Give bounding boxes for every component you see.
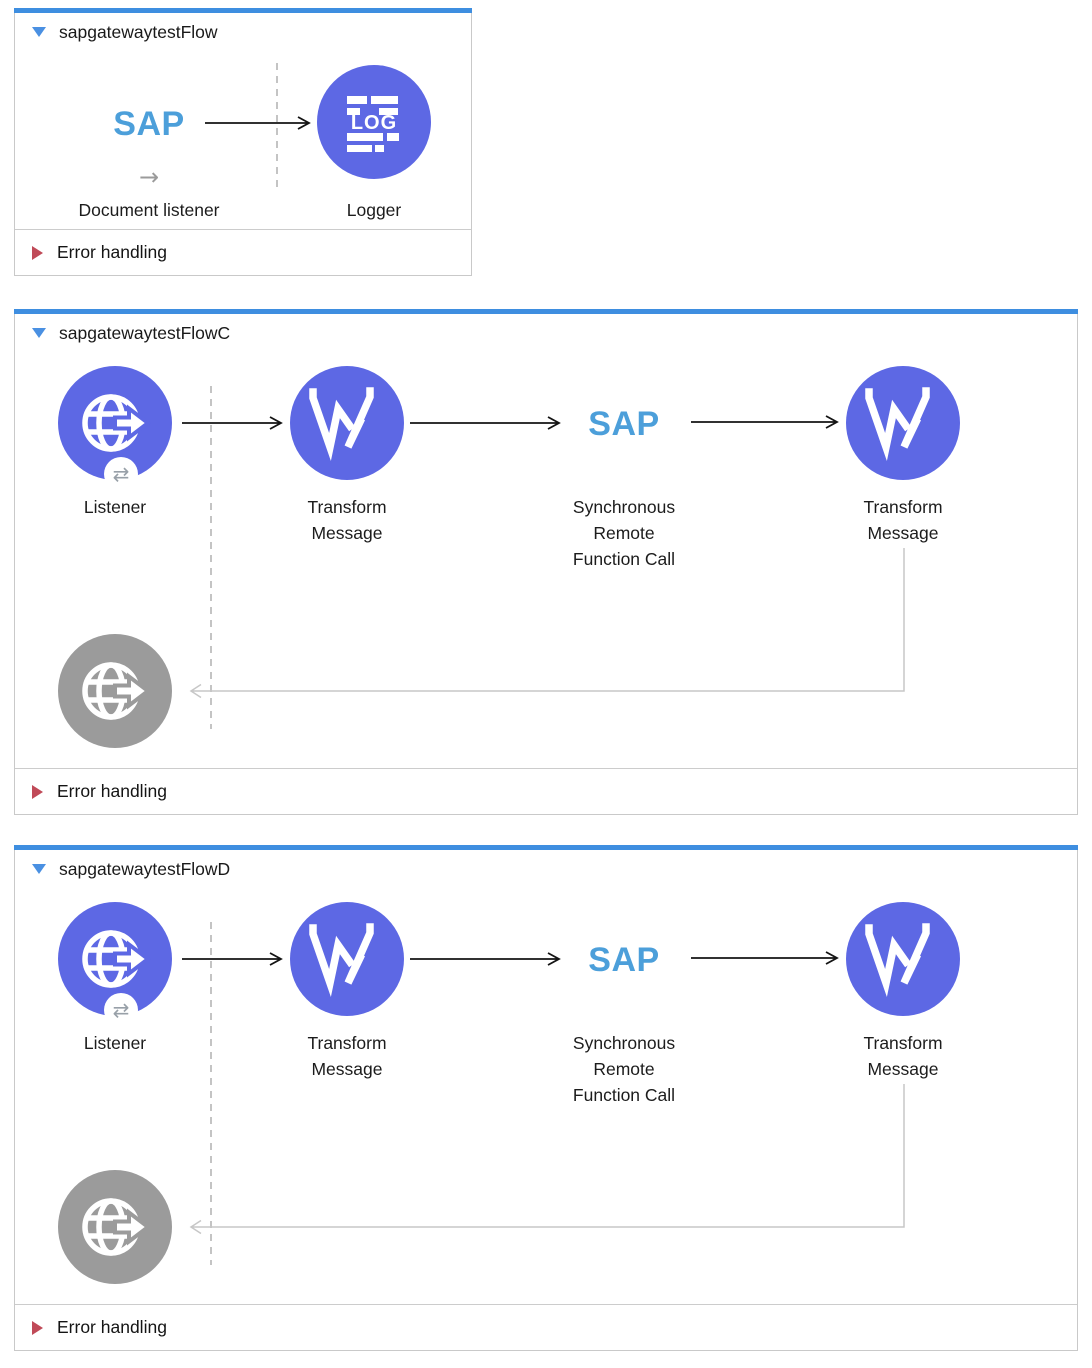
- flow-panel-sapgatewaytestflow: sapgatewaytestFlow SAP → Document listen…: [14, 8, 472, 276]
- node-label: Transform Message: [863, 1033, 943, 1079]
- error-handling-section[interactable]: Error handling: [15, 1304, 1077, 1350]
- node-label: Transform Message: [307, 497, 387, 543]
- request-response-badge: ⇄: [104, 993, 138, 1027]
- flow-title: sapgatewaytestFlowD: [59, 858, 231, 879]
- flow-panel-sapgatewaytestflowd: sapgatewaytestFlowD ⇄ Listener Transform…: [14, 845, 1078, 1351]
- node-label: Listener: [83, 1033, 147, 1053]
- flow-title: sapgatewaytestFlow: [59, 21, 218, 42]
- expand-arrow-icon[interactable]: [32, 784, 43, 799]
- node-label: Transform Message: [307, 1033, 387, 1079]
- node-label: Synchronous Remote Function Call: [572, 497, 676, 569]
- flow-arrow: [691, 415, 839, 429]
- flow-accent-bar: [14, 8, 472, 13]
- globe-arrow-icon[interactable]: [58, 634, 172, 748]
- return-flow-connector: [189, 548, 905, 699]
- scope-divider: [210, 386, 212, 729]
- collapse-arrow-icon[interactable]: [32, 27, 46, 37]
- scope-divider: [276, 63, 278, 193]
- sap-logo: SAP: [113, 105, 185, 143]
- node-label: Transform Message: [863, 497, 943, 543]
- dataweave-icon[interactable]: [290, 366, 404, 480]
- error-handling-label: Error handling: [57, 242, 167, 262]
- return-flow-connector: [189, 1084, 905, 1235]
- node-label: Synchronous Remote Function Call: [572, 1033, 676, 1105]
- flow-arrow: [410, 952, 561, 966]
- dataweave-icon[interactable]: [846, 902, 960, 1016]
- error-handling-section[interactable]: Error handling: [15, 768, 1077, 814]
- expand-arrow-icon[interactable]: [32, 1320, 43, 1335]
- flow-title-bar[interactable]: sapgatewaytestFlowC: [15, 315, 1077, 351]
- flow-title-bar[interactable]: sapgatewaytestFlowD: [15, 851, 1077, 887]
- globe-arrow-icon[interactable]: [58, 1170, 172, 1284]
- dataweave-icon[interactable]: [846, 366, 960, 480]
- flow-title: sapgatewaytestFlowC: [59, 322, 231, 343]
- error-handling-section[interactable]: Error handling: [15, 229, 471, 275]
- source-arrow-icon: →: [138, 163, 160, 191]
- flow-panel-sapgatewaytestflowc: sapgatewaytestFlowC ⇄ Listener Transform…: [14, 309, 1078, 815]
- error-handling-label: Error handling: [57, 781, 167, 801]
- flow-accent-bar: [14, 309, 1078, 314]
- collapse-arrow-icon[interactable]: [32, 328, 46, 338]
- flow-arrow: [410, 416, 561, 430]
- node-label: Logger: [346, 200, 402, 220]
- flow-arrow: [691, 951, 839, 965]
- flow-arrow: [182, 416, 283, 430]
- log-icon-text: LOG: [351, 112, 397, 134]
- flow-title-bar[interactable]: sapgatewaytestFlow: [15, 14, 471, 50]
- collapse-arrow-icon[interactable]: [32, 864, 46, 874]
- flow-arrow: [182, 952, 283, 966]
- sap-logo: SAP: [588, 405, 660, 443]
- request-response-badge: ⇄: [104, 457, 138, 491]
- sap-logo: SAP: [588, 941, 660, 979]
- logger-icon[interactable]: LOG: [317, 65, 431, 179]
- node-label: Listener: [83, 497, 147, 517]
- dataweave-icon[interactable]: [290, 902, 404, 1016]
- flow-accent-bar: [14, 845, 1078, 850]
- error-handling-label: Error handling: [57, 1317, 167, 1337]
- scope-divider: [210, 922, 212, 1265]
- flow-arrow: [205, 116, 311, 130]
- node-label: Document listener: [78, 200, 220, 220]
- expand-arrow-icon[interactable]: [32, 245, 43, 260]
